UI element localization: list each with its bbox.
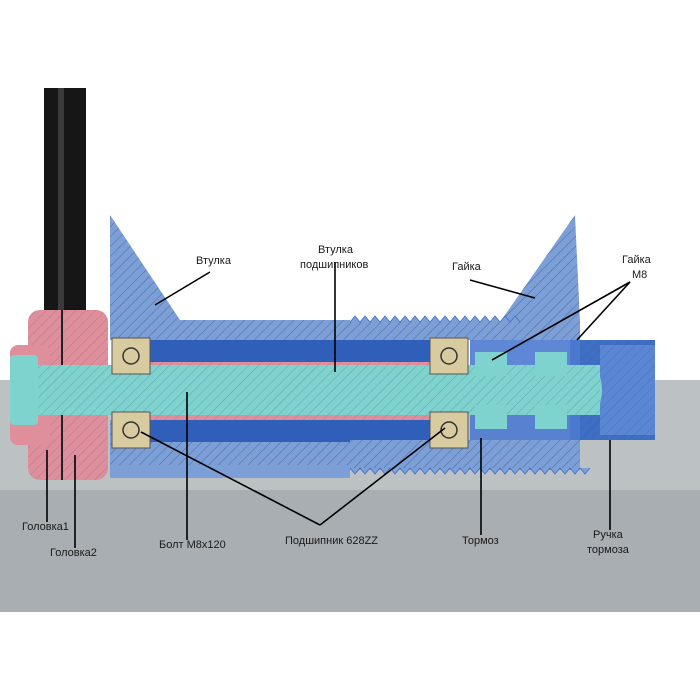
sleeve-body xyxy=(110,215,430,478)
label-tormoz: Тормоз xyxy=(462,535,499,547)
bearing-right-top xyxy=(429,337,469,375)
nut-m8-2 xyxy=(535,352,567,376)
label-vtulka-podshipnikov-line1: Втулка xyxy=(318,244,354,256)
handle-rod xyxy=(44,88,86,343)
bolt-m8x120 xyxy=(10,355,602,425)
label-vtulka-podshipnikov-line2: подшипников xyxy=(300,259,368,271)
label-gaika-m8-line2: M8 xyxy=(632,269,647,281)
leader-lines xyxy=(46,262,631,548)
bearing-left-top xyxy=(111,337,151,375)
handle-rod-edge xyxy=(58,88,64,328)
label-golovka1: Головка1 xyxy=(22,521,69,533)
label-gaika: Гайка xyxy=(452,261,482,273)
label-bolt: Болт M8x120 xyxy=(159,539,226,551)
label-vtulka: Втулка xyxy=(196,255,232,267)
nut-m8-3 xyxy=(475,405,507,429)
label-gaika-m8-line1: Гайка xyxy=(622,254,652,266)
label-ruchka-line1: Ручка xyxy=(593,529,624,541)
label-podshipnik: Подшипник 628ZZ xyxy=(285,535,378,547)
nut-m8-1 xyxy=(475,352,507,376)
bearing-left-bottom xyxy=(111,411,151,449)
bearing-right-bottom xyxy=(429,411,469,449)
nut-body xyxy=(349,215,591,475)
nut-m8-4 xyxy=(535,405,567,429)
label-golovka2: Головка2 xyxy=(50,547,97,559)
label-ruchka-line2: тормоза xyxy=(587,544,630,556)
